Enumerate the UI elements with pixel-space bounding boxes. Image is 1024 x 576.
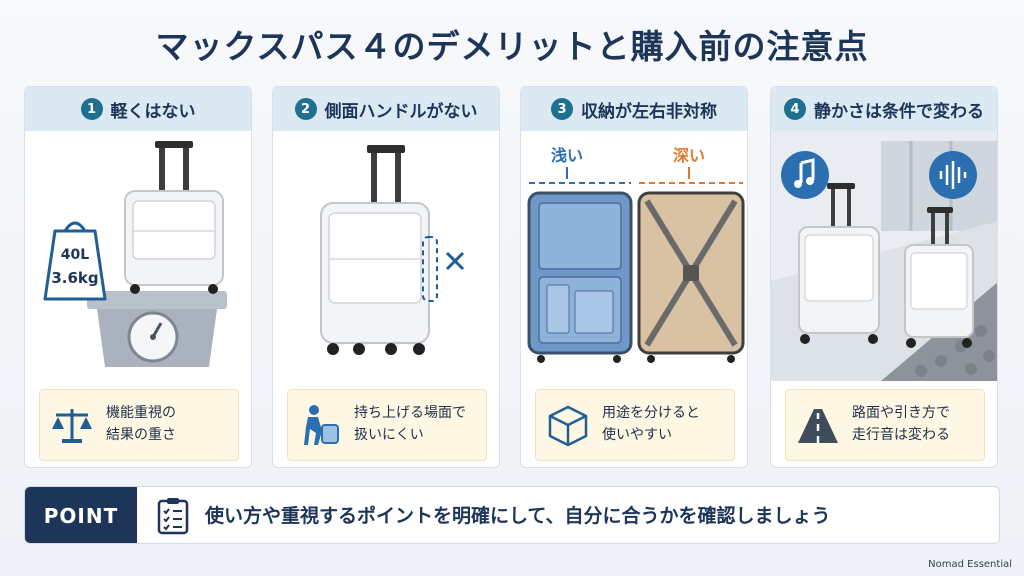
card-number-badge: 3 <box>551 98 573 120</box>
weight-tag-weight: 3.6kg <box>51 269 98 287</box>
point-text: 使い方や重視するポイントを明確にして、自分に合うかを確認しましょう <box>205 505 831 527</box>
scale-icon <box>87 291 227 367</box>
suitcase-icon <box>904 207 974 348</box>
open-suitcase-illustration: 浅い 深い <box>527 146 745 363</box>
suitcase-no-side-handle-illustration <box>320 145 465 355</box>
brand-credit: Nomad Essential <box>928 559 1012 570</box>
card-note-text: 持ち上げる場面で 扱いにくい <box>354 405 466 443</box>
card-weight: 1 軽くはない <box>24 86 252 468</box>
card-note: 機能重視の 結果の重さ <box>39 389 239 461</box>
card-side-handle: 2 側面ハンドルがない <box>272 86 500 468</box>
cross-icon <box>445 251 465 271</box>
person-lifting-icon <box>304 405 339 445</box>
music-note-bubble-icon <box>781 151 829 199</box>
weight-tag-capacity: 40L <box>61 247 89 263</box>
missing-handle-outline <box>422 236 438 302</box>
card-header: 1 軽くはない <box>25 87 251 131</box>
card-title: 側面ハンドルがない <box>324 101 478 122</box>
suitcase-on-scale-illustration: 40L 3.6kg <box>43 141 227 367</box>
card-note: 持ち上げる場面で 扱いにくい <box>287 389 487 461</box>
suitcase-icon <box>124 141 224 294</box>
card-number-badge: 2 <box>294 98 317 120</box>
suitcase-icon <box>798 183 880 344</box>
deep-compartment <box>637 191 745 355</box>
card-title: 静かさは条件で変わる <box>814 101 984 122</box>
card-note-text: 機能重視の 結果の重さ <box>106 405 176 443</box>
card-note-text: 路面や引き方で 走行音は変わる <box>852 405 950 443</box>
card-storage: 3 収納が左右非対称 浅い 深い <box>520 86 748 468</box>
shallow-label: 浅い <box>551 146 583 165</box>
deep-label: 深い <box>673 146 705 165</box>
page-title: マックスパス４のデメリットと購入前の注意点 <box>155 27 869 66</box>
card-note-text: 用途を分けると 使いやすい <box>602 405 700 443</box>
weight-tag-icon: 40L 3.6kg <box>43 221 107 301</box>
balance-scale-icon <box>52 409 92 443</box>
road-icon <box>798 409 838 443</box>
card-header: 2 側面ハンドルがない <box>273 87 499 131</box>
card-number-badge: 4 <box>784 98 806 120</box>
clipboard-checklist-icon <box>157 498 189 535</box>
card-header: 3 収納が左右非対称 <box>521 87 747 131</box>
card-note: 路面や引き方で 走行音は変わる <box>785 389 985 461</box>
card-number-badge: 1 <box>80 98 103 120</box>
card-title: 軽くはない <box>110 101 196 122</box>
suitcases-on-surfaces-illustration <box>771 131 997 381</box>
sound-wave-bubble-icon <box>929 151 977 199</box>
suitcase-icon <box>320 145 430 355</box>
card-title: 収納が左右非対称 <box>581 101 717 122</box>
box-icon <box>548 405 588 447</box>
card-note: 用途を分けると 使いやすい <box>535 389 735 461</box>
card-quietness: 4 静かさは条件で変わる <box>770 86 998 468</box>
point-summary-bar: POINT 使い方や重視するポイントを明確にして、自分に合うかを確認しましょう <box>24 486 1000 544</box>
point-label: POINT <box>25 487 137 543</box>
card-header: 4 静かさは条件で変わる <box>771 87 997 131</box>
shallow-compartment <box>527 191 633 355</box>
